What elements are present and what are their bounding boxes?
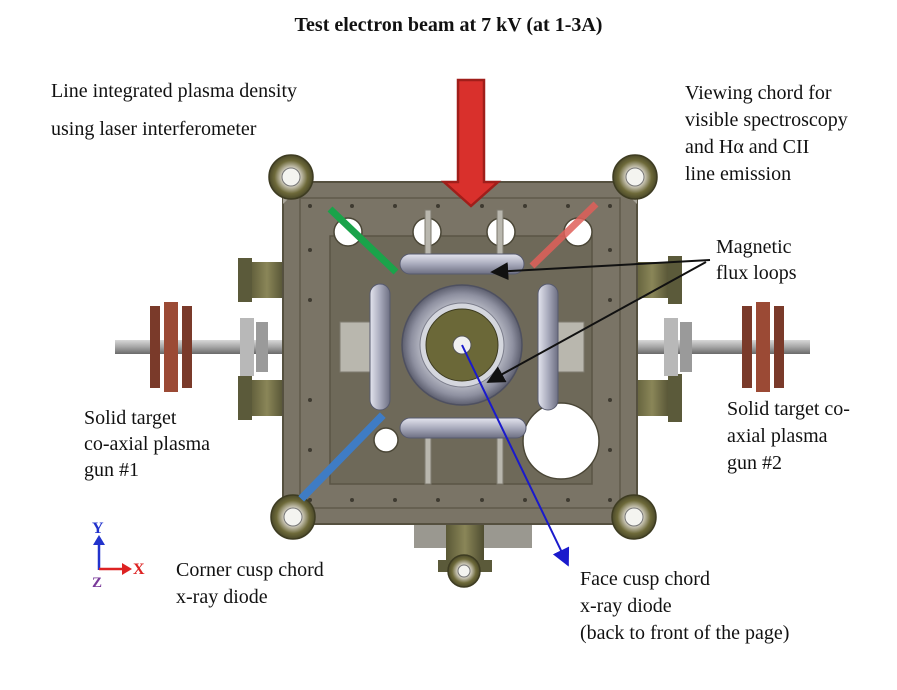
flux-loop-arrow-center — [486, 261, 707, 383]
axis-x-label: X — [133, 561, 145, 578]
flux-loops-label: Magnetic flux loops — [716, 236, 797, 284]
bolt-holes — [308, 204, 612, 502]
interferometer-chord-line — [327, 206, 399, 275]
side-ports — [238, 256, 682, 572]
axis-z-label: Z — [92, 575, 102, 591]
coordinate-axes: Y X Z — [92, 520, 145, 591]
corner-cusp-chord-line — [298, 412, 386, 502]
viewing-chord-label: Viewing chord for visible spectroscopy a… — [685, 82, 848, 185]
plasma-gun-2 — [612, 302, 810, 392]
figure-title: Test electron beam at 7 kV (at 1-3A) — [294, 14, 603, 36]
electron-beam-arrow — [440, 78, 502, 208]
face-cusp-chord-line — [461, 344, 570, 567]
corner-cusp-label: Corner cusp chord x-ray diode — [176, 559, 324, 608]
flux-loop-arrow-top — [490, 259, 711, 281]
plasma-gun-1 — [115, 302, 290, 392]
spectroscopy-chord-line — [529, 201, 599, 269]
face-cusp-label: Face cusp chord x-ray diode (back to fro… — [580, 568, 790, 644]
viewports — [333, 217, 600, 480]
gun1-label: Solid target co-axial plasma gun #1 — [84, 407, 211, 481]
corner-flanges — [268, 154, 658, 588]
axis-y-label: Y — [92, 520, 104, 537]
gun2-label: Solid target co- axial plasma gun #2 — [727, 398, 850, 474]
interferometer-label: Line integrated plasma density using las… — [51, 80, 298, 140]
